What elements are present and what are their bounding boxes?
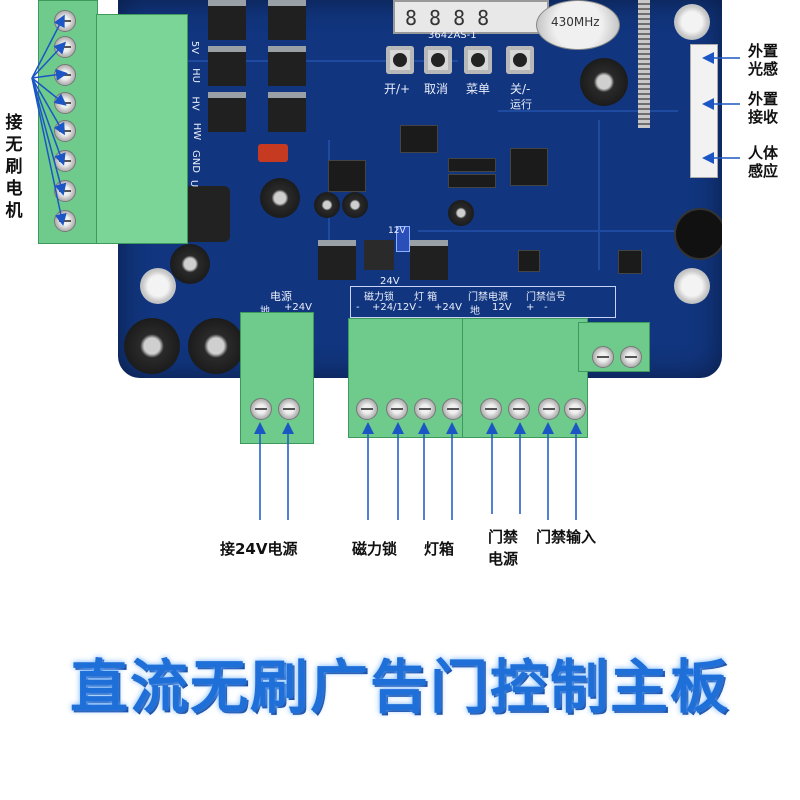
ext-receiver-label: 外置接收 xyxy=(748,90,779,126)
group-label-mag-lock: 磁力锁 xyxy=(364,292,394,303)
terminal-screw[interactable] xyxy=(414,398,436,420)
ic-chip xyxy=(618,250,642,274)
mounting-hole xyxy=(674,268,710,304)
mosfet xyxy=(268,46,306,86)
rf-module-label: 430MHz xyxy=(551,15,600,29)
group-pin: - xyxy=(418,302,422,313)
group-pin: +24/12V xyxy=(372,302,417,313)
light-box-label: 灯箱 xyxy=(424,540,455,558)
mosfet xyxy=(208,0,246,40)
ic-chip xyxy=(518,250,540,272)
ic-chip xyxy=(448,158,496,172)
button-open[interactable] xyxy=(386,46,414,74)
mounting-hole xyxy=(674,4,710,40)
ic-chip xyxy=(448,174,496,188)
terminal-screw[interactable] xyxy=(508,398,530,420)
motor-label: 接无刷电机 xyxy=(5,113,23,221)
capacitor xyxy=(580,58,628,106)
mounting-hole xyxy=(140,268,176,304)
jumper-label: 12V xyxy=(388,226,406,236)
access-power-label: 门禁电源 xyxy=(488,528,519,568)
terminal-legend-box xyxy=(350,286,616,318)
capacitor xyxy=(314,192,340,218)
seven-segment-display: 8888 xyxy=(393,0,549,34)
button-menu[interactable] xyxy=(464,46,492,74)
page-title: 直流无刷广告门控制主板 xyxy=(69,653,730,721)
voltage-select-label: 24V xyxy=(380,276,400,287)
voltage-jumper[interactable] xyxy=(396,226,410,252)
run-label: 运行 xyxy=(510,98,532,111)
group-pin: - xyxy=(356,302,360,313)
terminal-screw[interactable] xyxy=(592,346,614,368)
group-pin: + xyxy=(526,302,535,313)
button-label-close: 关/- xyxy=(510,82,531,96)
power-terminal-block xyxy=(240,312,314,444)
mosfet xyxy=(208,92,246,132)
capacitor xyxy=(188,318,244,374)
button-label-cancel: 取消 xyxy=(424,82,449,96)
capacitor xyxy=(124,318,180,374)
spring-antenna xyxy=(638,0,650,128)
capacitor xyxy=(260,178,300,218)
human-sensor-label: 人体感应 xyxy=(748,144,779,180)
terminal-screw[interactable] xyxy=(564,398,586,420)
group-pin: 12V xyxy=(492,302,512,313)
capacitor xyxy=(342,192,368,218)
mosfet xyxy=(268,0,306,40)
rf-module: 430MHz xyxy=(536,0,620,50)
terminal-screw[interactable] xyxy=(356,398,378,420)
button-cancel[interactable] xyxy=(424,46,452,74)
ic-chip xyxy=(400,125,438,153)
button-label-open: 开/+ xyxy=(384,82,411,96)
group-label-light-box: 灯 箱 xyxy=(414,292,438,303)
power-header-label: 电源 xyxy=(270,290,292,303)
power-pin-24v: +24V xyxy=(284,302,312,313)
button-close[interactable] xyxy=(506,46,534,74)
power-24v-label: 接24V电源 xyxy=(220,540,298,558)
group-label-access-power: 门禁电源 xyxy=(468,292,508,303)
terminal-screw[interactable] xyxy=(480,398,502,420)
mcu-chip xyxy=(510,148,548,186)
capacitor xyxy=(170,244,210,284)
capacitor xyxy=(448,200,474,226)
mosfet xyxy=(318,240,356,280)
mosfet xyxy=(410,240,448,280)
mag-lock-label: 磁力锁 xyxy=(352,540,398,558)
mosfet xyxy=(208,46,246,86)
ext-light-sensor-label: 外置光感 xyxy=(748,42,779,78)
terminal-screw[interactable] xyxy=(538,398,560,420)
inductor xyxy=(184,186,230,242)
group-label-access-signal: 门禁信号 xyxy=(526,292,566,303)
terminal-screw[interactable] xyxy=(386,398,408,420)
mosfet xyxy=(268,92,306,132)
group-pin: +24V xyxy=(434,302,462,313)
group-pin: 地 xyxy=(470,306,480,317)
group-pin: - xyxy=(544,302,548,313)
terminal-screw[interactable] xyxy=(250,398,272,420)
regulator xyxy=(328,160,366,192)
buzzer xyxy=(674,208,722,260)
fuse xyxy=(258,144,288,162)
power-pin-ground: 地 xyxy=(260,302,270,317)
button-label-menu: 菜单 xyxy=(466,82,491,96)
pcb-board: 8888 3642AS-1 430MHz 开/+ 取消 菜单 关/- 运行 12… xyxy=(118,0,722,378)
display-model-label: 3642AS-1 xyxy=(428,30,477,41)
terminal-screw[interactable] xyxy=(620,346,642,368)
terminal-screw[interactable] xyxy=(278,398,300,420)
access-input-label: 门禁输入 xyxy=(536,528,597,546)
motor-terminal-body xyxy=(96,14,188,244)
diode xyxy=(364,240,394,270)
